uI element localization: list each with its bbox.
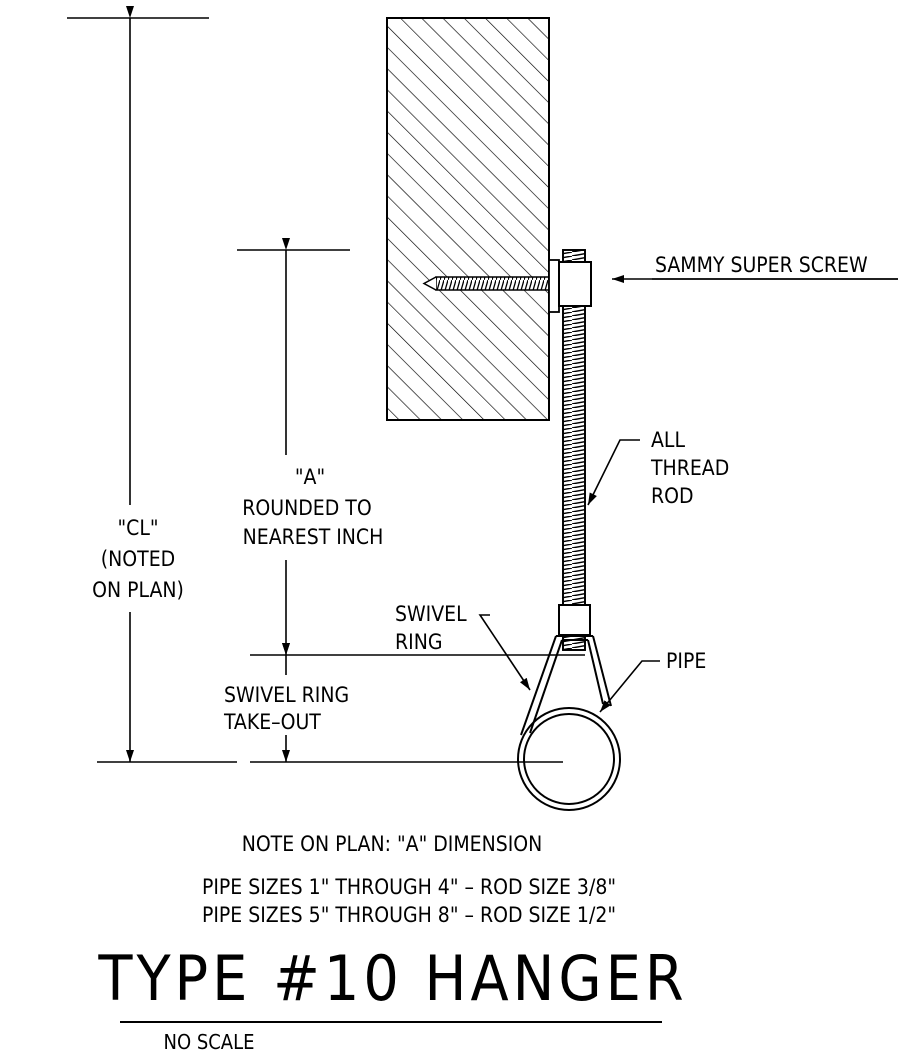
dim-cl-label-line3: ON PLAN) <box>92 578 184 602</box>
dim-cl-label-line1: "CL" <box>117 516 158 540</box>
pipe-sizes-line2: PIPE SIZES 5" THROUGH 8" – ROD SIZE 1/2" <box>202 903 616 927</box>
screw-label: SAMMY SUPER SCREW <box>655 253 868 277</box>
pipe-sizes-line1: PIPE SIZES 1" THROUGH 4" – ROD SIZE 3/8" <box>202 875 616 899</box>
note-on-plan: NOTE ON PLAN: "A" DIMENSION <box>242 832 543 856</box>
swivel-ring-nut <box>558 604 591 636</box>
dim-a-label-line1: "A" <box>295 465 325 489</box>
screw <box>422 259 560 313</box>
takeout-label-line2: TAKE–OUT <box>223 710 321 734</box>
drawing-title: TYPE #10 HANGER <box>97 942 687 1015</box>
dim-cl-label-line2: (NOTED <box>101 547 175 571</box>
dimension-lines <box>67 6 585 763</box>
pipe <box>517 707 621 811</box>
swivel-ring-label-line1: SWIVEL <box>395 602 467 626</box>
swivel-ring-label-line2: RING <box>395 630 442 654</box>
dim-a-label-line3: NEAREST INCH <box>243 525 384 549</box>
structure-block <box>386 17 550 421</box>
screw-rod-coupling <box>558 261 592 307</box>
scale-note: NO SCALE <box>163 1030 254 1054</box>
takeout-label-line1: SWIVEL RING <box>224 683 349 707</box>
rod-label-line1: ALL <box>651 428 685 452</box>
rod-label-line2: THREAD <box>650 456 729 480</box>
rod-label-line3: ROD <box>651 484 694 508</box>
all-thread-rod <box>562 249 586 651</box>
dim-a-label-line2: ROUNDED TO <box>242 496 371 520</box>
pipe-label: PIPE <box>666 649 706 673</box>
